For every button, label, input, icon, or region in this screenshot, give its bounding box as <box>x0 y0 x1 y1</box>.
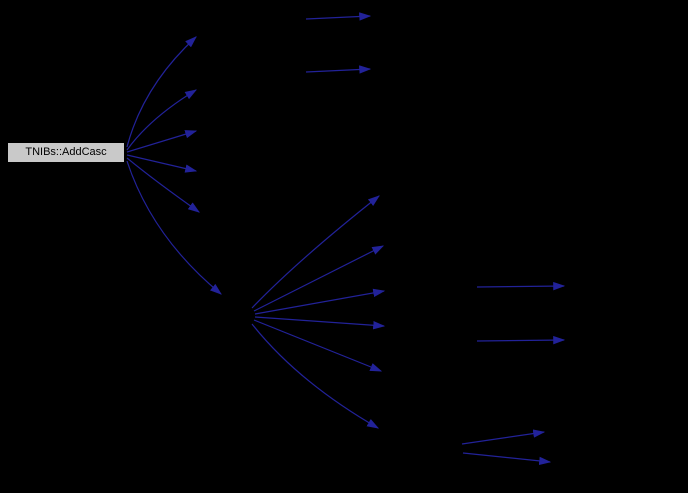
call-graph-edge <box>254 288 386 315</box>
call-graph-edge <box>476 335 566 345</box>
call-graph-edge <box>305 65 372 74</box>
graph-node-root-label: TNIBs::AddCasc <box>25 146 107 158</box>
call-graph-edge <box>476 281 566 291</box>
call-graph-edge <box>126 154 198 173</box>
call-graph-edge <box>126 160 222 295</box>
call-graph-edge <box>126 36 197 148</box>
call-graph-edge <box>461 429 546 445</box>
call-graph-edge <box>254 316 386 330</box>
call-graph-edge <box>126 130 198 153</box>
call-graph-edge <box>126 89 198 151</box>
call-graph-edge <box>253 245 385 312</box>
call-graph-edge <box>251 323 380 429</box>
call-graph-edge <box>462 452 552 466</box>
call-graph-edge <box>305 12 372 21</box>
call-graph-edge <box>253 319 383 372</box>
graph-node-root: TNIBs::AddCasc <box>7 142 125 163</box>
call-graph-edge <box>126 157 200 213</box>
call-graph-edge <box>251 195 380 309</box>
